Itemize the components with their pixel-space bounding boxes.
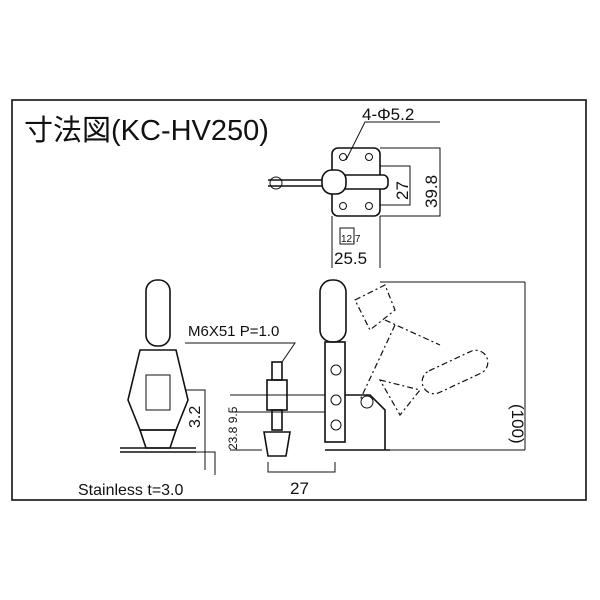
dim-27-horizontal: 27: [290, 479, 309, 498]
holes-label: 4-Φ5.2: [362, 105, 414, 124]
dim-12-7: 12.7: [341, 234, 361, 245]
dim-39-8: 39.8: [422, 175, 441, 208]
dim-25-5: 25.5: [334, 249, 367, 268]
material-label: Stainless t=3.0: [78, 482, 184, 499]
thread-label: M6X51 P=1.0: [188, 323, 279, 340]
dim-100: (100): [508, 404, 527, 444]
drawing-title: 寸法図(KC-HV250): [24, 114, 269, 147]
dim-3-2: 3.2: [187, 406, 204, 428]
side-view: [185, 279, 526, 473]
dim-27-vertical: 27: [393, 181, 412, 200]
dim-stack: 23.8 9.5: [226, 406, 240, 450]
drawing-frame: [11, 99, 587, 501]
left-view: [120, 279, 216, 475]
top-view: [268, 121, 441, 268]
